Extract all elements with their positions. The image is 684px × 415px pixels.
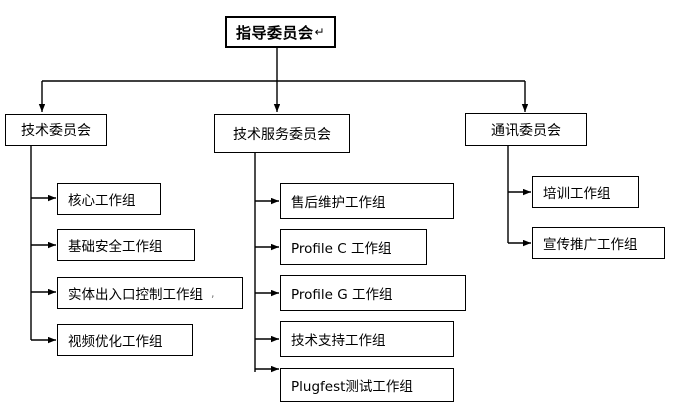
node-basic-security-working-group-label: 基础安全工作组 — [68, 239, 163, 255]
node-root-label: 指导委员会 — [235, 23, 314, 42]
paragraph-mark-icon: ↵ — [314, 25, 326, 39]
node-physical-access-control-working-group[interactable]: 实体出入口控制工作组, — [57, 277, 243, 309]
node-technical-committee[interactable]: 技术委员会 — [5, 114, 107, 146]
node-plugfest-testing-working-group[interactable]: Plugfest测试工作组 — [280, 368, 454, 402]
node-technical-service-committee[interactable]: 技术服务委员会 — [214, 114, 350, 153]
node-promotion-working-group[interactable]: 宣传推广工作组 — [532, 227, 665, 259]
node-root-steering-committee[interactable]: 指导委员会↵ — [225, 16, 336, 48]
node-profile-g-working-group-label: Profile G 工作组 — [291, 287, 393, 303]
node-promotion-working-group-label: 宣传推广工作组 — [543, 237, 638, 253]
node-training-working-group-label: 培训工作组 — [543, 186, 611, 202]
node-physical-access-control-working-group-label: 实体出入口控制工作组 — [68, 287, 203, 303]
node-training-working-group[interactable]: 培训工作组 — [532, 176, 639, 208]
node-core-working-group-label: 核心工作组 — [68, 193, 136, 209]
node-profile-c-working-group[interactable]: Profile C 工作组 — [280, 229, 427, 265]
trailing-mark-icon: , — [211, 286, 215, 300]
node-after-sales-maintenance-working-group-label: 售后维护工作组 — [291, 195, 386, 211]
node-technical-committee-label: 技术委员会 — [21, 123, 91, 139]
node-plugfest-testing-working-group-label: Plugfest测试工作组 — [291, 379, 413, 395]
node-technical-support-working-group-label: 技术支持工作组 — [291, 333, 386, 349]
node-technical-service-committee-label: 技术服务委员会 — [233, 126, 331, 143]
node-profile-g-working-group[interactable]: Profile G 工作组 — [280, 275, 466, 311]
node-technical-support-working-group[interactable]: 技术支持工作组 — [280, 321, 454, 357]
node-after-sales-maintenance-working-group[interactable]: 售后维护工作组 — [280, 183, 454, 219]
node-profile-c-working-group-label: Profile C 工作组 — [291, 241, 392, 257]
node-core-working-group[interactable]: 核心工作组 — [57, 183, 161, 215]
node-communication-committee-label: 通讯委员会 — [491, 122, 561, 139]
node-video-optimization-working-group-label: 视频优化工作组 — [68, 334, 163, 350]
node-basic-security-working-group[interactable]: 基础安全工作组 — [57, 229, 195, 261]
node-video-optimization-working-group[interactable]: 视频优化工作组 — [57, 324, 193, 356]
node-communication-committee[interactable]: 通讯委员会 — [465, 113, 587, 146]
